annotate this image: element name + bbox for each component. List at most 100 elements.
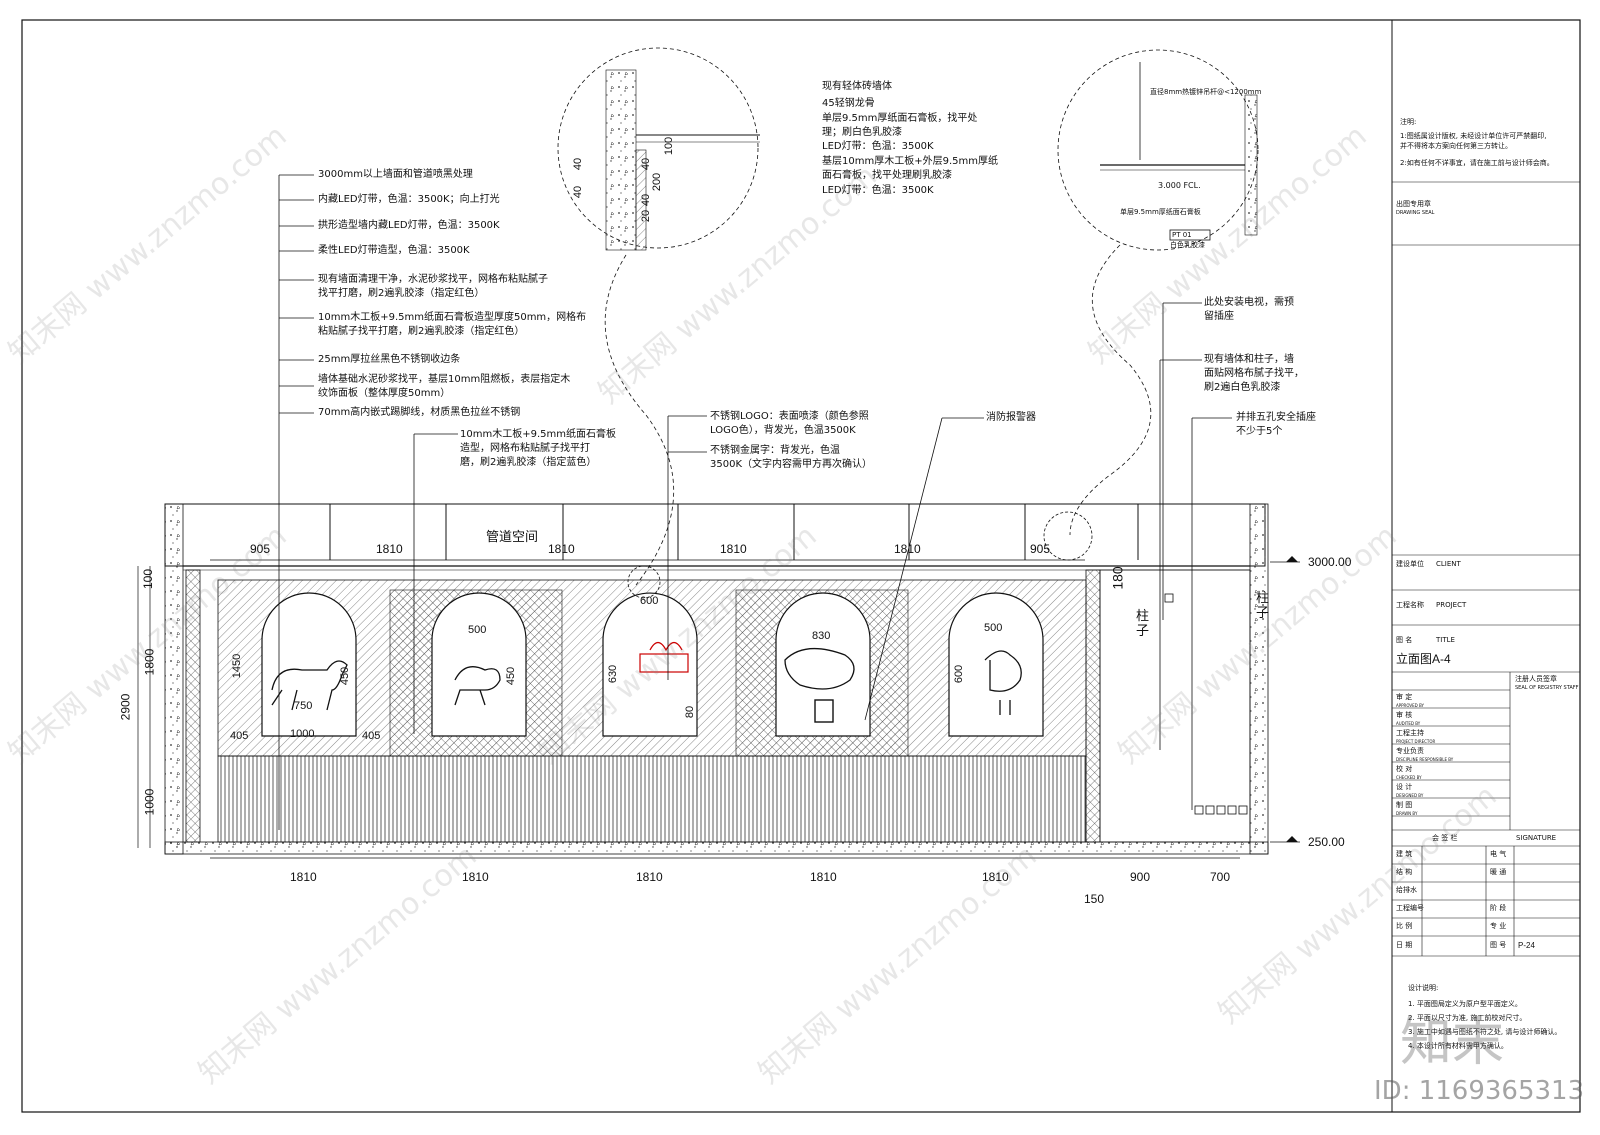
tb-project-en: PROJECT (1436, 601, 1467, 609)
detail1-dim: 20 (640, 209, 653, 223)
detail2-note: PT 01 (1172, 231, 1192, 239)
tb-design-line: 3. 施工中如遇与图纸不符之处, 请与设计师确认。 (1408, 1028, 1562, 1036)
arch-dim: 1000 (290, 728, 315, 740)
detail1-note: 基层10mm厚木工板+外层9.5mm厚纸 面石膏板，找平处理刷乳胶漆 (822, 156, 998, 181)
arch-dim: 450 (339, 666, 352, 686)
tb-signature-label: 会 签 栏 (1432, 834, 1458, 842)
dim-top: 1810 (894, 542, 921, 556)
drawing-title: 立面图A-4 (1396, 652, 1451, 666)
tb-role-en: PROJECT DIRECTOR (1396, 739, 1436, 744)
detail1-dim: 200 (651, 172, 664, 192)
note-left: 70mm高内嵌式踢脚线，材质黑色拉丝不锈钢 (318, 407, 521, 418)
tb-meta-cell: 比 例 (1396, 922, 1413, 930)
detail1-dim: 40 (640, 193, 653, 207)
detail2-note: 白色乳胶漆 (1170, 241, 1205, 249)
tb-meta-cell: 专 业 (1490, 922, 1507, 930)
note-left: 拱形造型墙内藏LED灯带，色温：3500K (318, 220, 500, 231)
tb-design-head: 设计说明: (1408, 984, 1439, 992)
note-right: 并排五孔安全插座 不少于5个 (1236, 412, 1316, 437)
note-mid: 10mm木工板+9.5mm纸面石膏板 造型，网格布粘贴腻子找平打 磨，刷2遍乳胶… (460, 429, 616, 468)
tb-role-en: DRAWN BY (1396, 811, 1418, 816)
dim-left: 1000 (142, 788, 157, 816)
tb-role: 工程主持 (1396, 729, 1424, 737)
tb-seal: 出图专用章 (1396, 200, 1431, 208)
tb-note-line: 并不得将本方案向任何第三方转让。 (1400, 142, 1512, 150)
note-left: 3000mm以上墙面和管道喷黑处理 (318, 169, 473, 180)
arch-dim: 500 (468, 624, 487, 636)
detail1-dim: 40 (572, 157, 585, 171)
tb-role: 审 定 (1396, 693, 1413, 701)
arch-dim: 405 (362, 730, 381, 742)
tb-role: 校 对 (1396, 765, 1413, 773)
arch-dim: 500 (984, 622, 1003, 634)
detail1-dim: 100 (663, 136, 676, 156)
arch-dim: 1450 (231, 653, 244, 679)
detail2-note: 单层9.5mm厚纸面石膏板 (1120, 208, 1201, 216)
dim-left: 100 (141, 568, 156, 590)
tb-meta-cell: 阶 段 (1490, 904, 1507, 912)
dim-bottom: 1810 (810, 870, 837, 884)
dim-top: 1810 (376, 542, 403, 556)
tb-note-line: 1:图纸属设计版权, 未经设计单位许可严禁翻印, (1400, 132, 1547, 140)
tb-client-label: 建设单位 (1396, 560, 1424, 568)
arch-dim: 830 (812, 630, 831, 642)
dim-bottom: 900 (1130, 870, 1151, 884)
detail2-note: 3.000 FCL. (1158, 181, 1201, 190)
arch-dim: 600 (953, 664, 966, 684)
dim-left: 1800 (142, 648, 157, 676)
note-logo: 不锈钢LOGO：表面喷漆（颜色参照 LOGO色），背发光，色温3500K (710, 411, 869, 436)
column-label: 柱 子 (1256, 590, 1270, 620)
tb-role-en: DESIGNED BY (1396, 793, 1424, 798)
note-alarm: 消防报警器 (986, 412, 1036, 423)
dim-bottom: 1810 (290, 870, 317, 884)
tb-meta-cell: 图 号 (1490, 941, 1507, 949)
dim-top: 905 (250, 542, 271, 556)
tb-sig-cell: 结 构 (1396, 868, 1413, 876)
detail1-note: LED灯带：色温：3500K (822, 141, 934, 152)
tb-title-label: 图 名 (1396, 636, 1413, 644)
note-left: 25mm厚拉丝黑色不锈钢收边条 (318, 354, 461, 365)
arch-dim: 600 (640, 595, 659, 607)
tb-sig-cell: 暖 通 (1490, 868, 1507, 876)
dim-bottom: 700 (1210, 870, 1231, 884)
tb-note-head: 注明: (1400, 118, 1417, 126)
dim-top: 1810 (720, 542, 747, 556)
note-left: 10mm木工板+9.5mm纸面石膏板造型厚度50mm，网格布 粘贴腻子找平打磨，… (318, 312, 587, 337)
note-right: 此处安装电视，需预 留插座 (1204, 297, 1294, 322)
detail1-dim: 40 (640, 157, 653, 171)
tb-meta-cell: 工程编号 (1396, 904, 1424, 912)
column-label: 柱 子 (1136, 608, 1150, 638)
tb-design-line: 4. 本设计所有材料需甲方确认。 (1408, 1042, 1508, 1050)
tb-role-en: APPROVED BY (1396, 703, 1425, 708)
arch-dim: 630 (607, 664, 620, 684)
detail1-note: 45轻钢龙骨 (822, 98, 875, 109)
tb-sig-cell: 电 气 (1490, 850, 1507, 858)
dim-bottom-small: 150 (1084, 892, 1105, 906)
tb-project-label: 工程名称 (1396, 601, 1424, 609)
level-top: 3000.00 (1308, 555, 1352, 569)
detail1-dim: 40 (572, 185, 585, 199)
dim-left: 2900 (118, 693, 133, 721)
note-left: 现有墙面清理干净，水泥砂浆找平，网格布粘贴腻子 找平打磨，刷2遍乳胶漆（指定红色… (318, 274, 548, 299)
note-left: 墙体基础水泥砂浆找平，基层10mm阻燃板，表层指定木 纹饰面板（整体厚度50mm… (318, 374, 571, 399)
arch-dim: 80 (684, 705, 697, 719)
tb-role: 制 图 (1396, 801, 1413, 809)
detail1-note: 单层9.5mm厚纸面石膏板，找平处 理；刷白色乳胶漆 (822, 113, 978, 138)
dim-bottom: 1810 (982, 870, 1009, 884)
brand-watermark: 知末 (1400, 1013, 1505, 1073)
tb-role: 设 计 (1396, 783, 1413, 791)
tb-meta-cell: 日 期 (1396, 941, 1413, 949)
tb-role-en: CHECKED BY (1396, 775, 1422, 780)
note-logo: 不锈钢金属字：背发光，色温 3500K（文字内容需甲方再次确认） (710, 445, 873, 470)
dim-top: 1810 (548, 542, 575, 556)
arch-dim: 750 (294, 700, 313, 712)
tb-note-line: 2:如有任何不详事宜，请在施工前与设计师会商。 (1400, 159, 1554, 167)
note-left: 内藏LED灯带，色温：3500K；向上打光 (318, 194, 500, 205)
drawing-number: P-24 (1518, 941, 1535, 950)
tb-sig-cell: 给排水 (1396, 886, 1417, 894)
dim-bottom: 1810 (462, 870, 489, 884)
tb-role: 审 核 (1396, 711, 1413, 719)
detail1-note: LED灯带：色温：3500K (822, 185, 934, 196)
